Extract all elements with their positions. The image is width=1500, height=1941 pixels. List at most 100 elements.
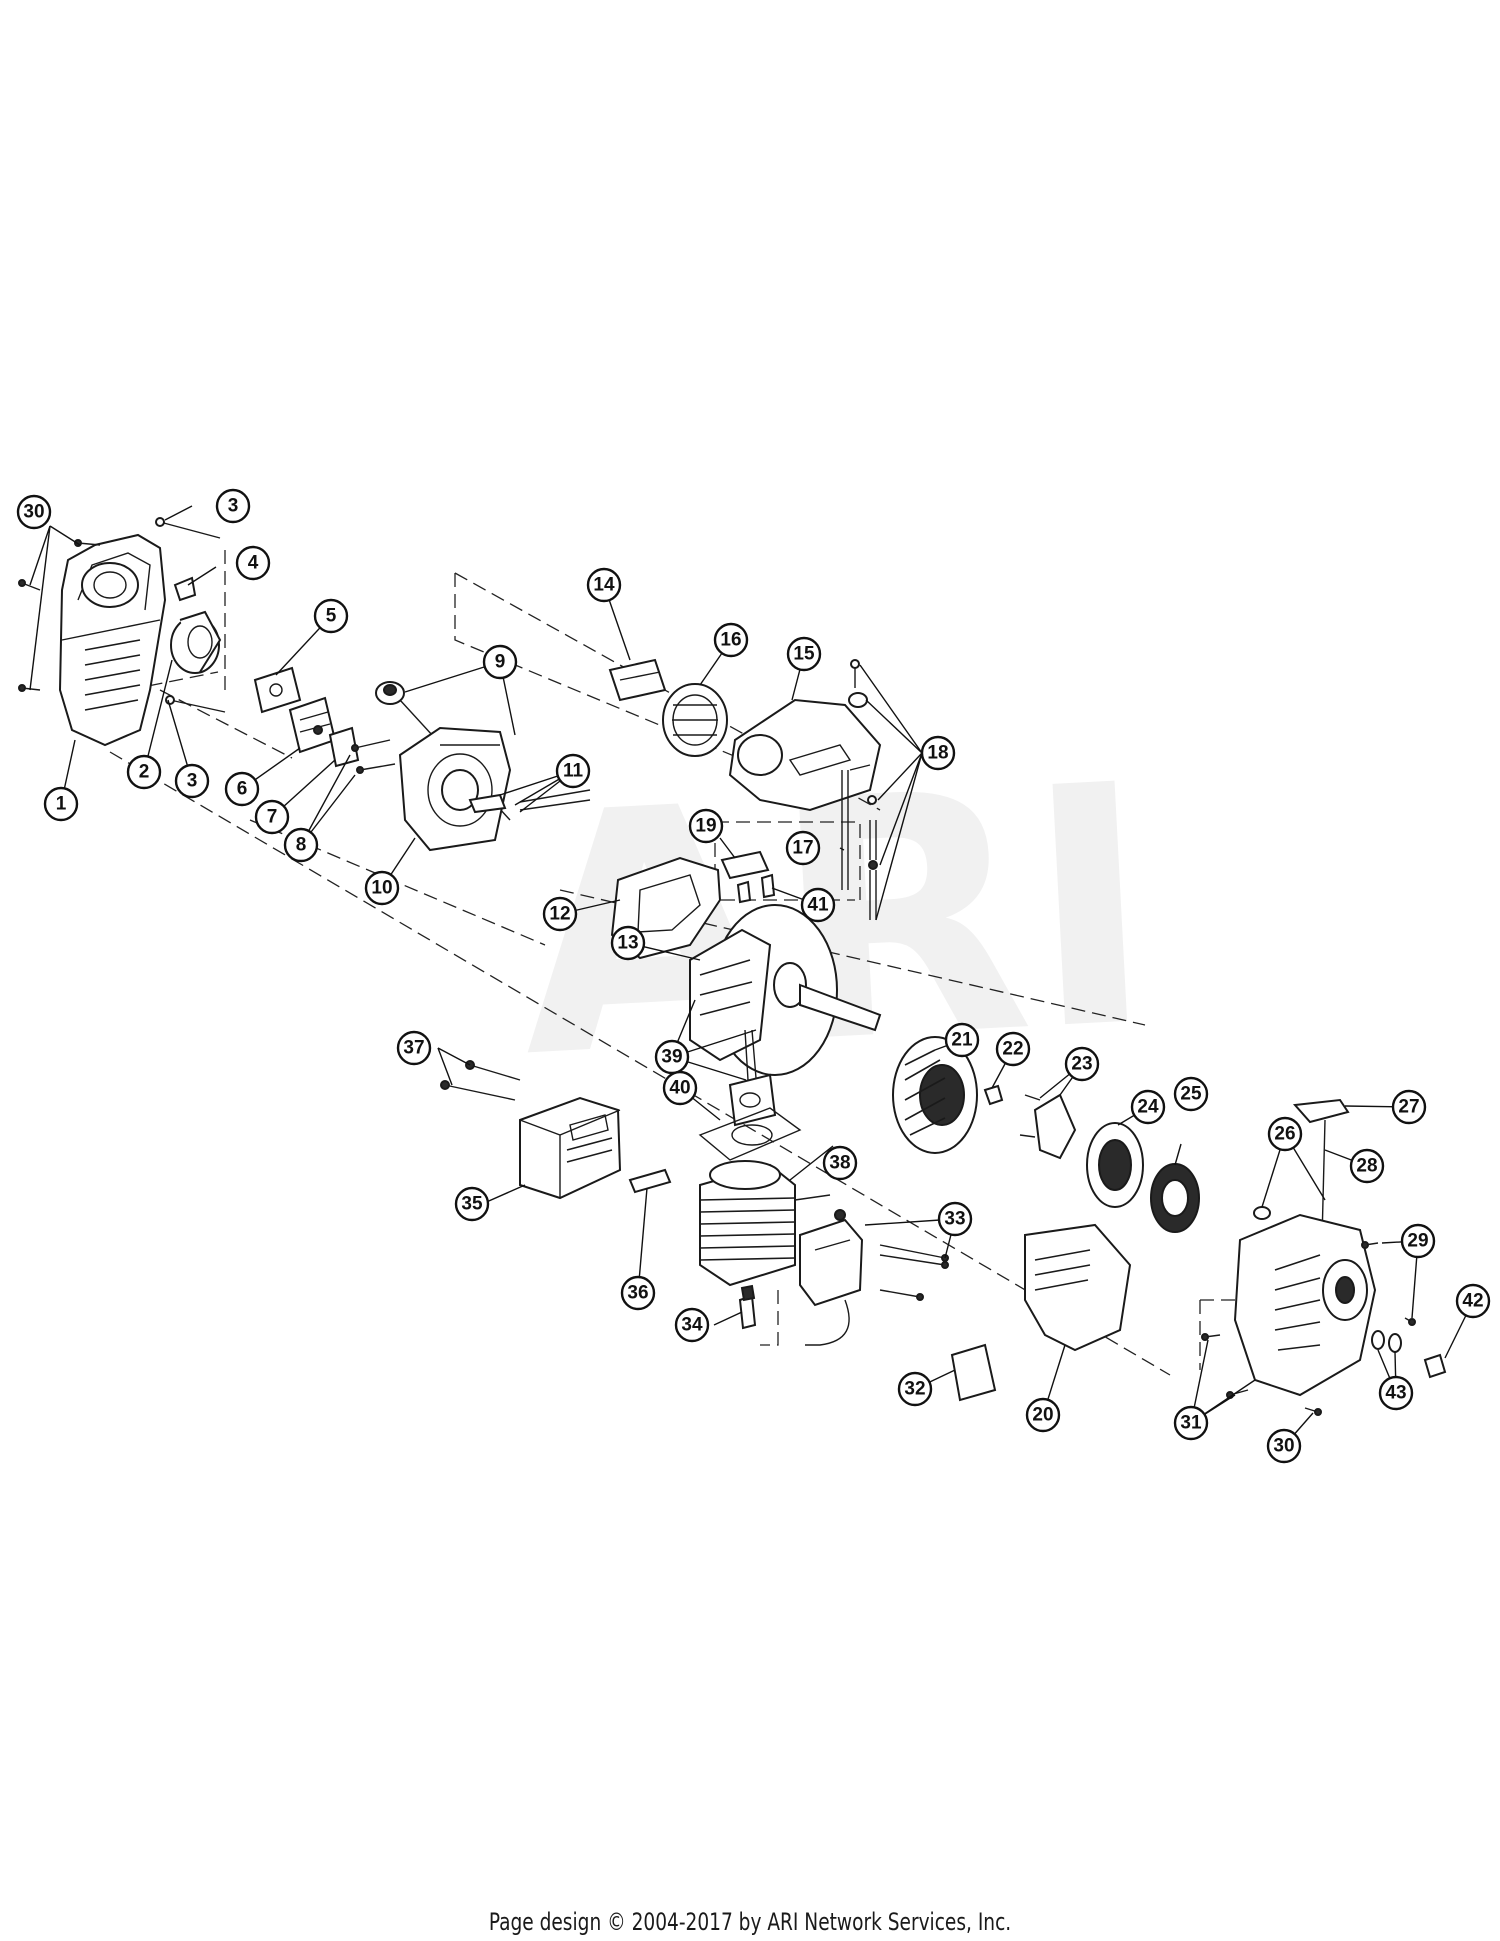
callout-29: 29	[1400, 1223, 1436, 1259]
svg-text:5: 5	[326, 606, 337, 627]
callout-34: 34	[674, 1307, 710, 1343]
callout-1: 1	[43, 786, 79, 822]
svg-text:4: 4	[248, 553, 259, 574]
part-5-carburetor-plate	[253, 666, 302, 714]
part-34-spark-plug	[738, 1284, 757, 1330]
svg-text:25: 25	[1180, 1084, 1202, 1105]
part-7-gasket	[328, 726, 360, 768]
part-20-shroud	[1024, 1223, 1132, 1352]
svg-text:3: 3	[228, 496, 239, 517]
callout-31: 31	[1173, 1405, 1209, 1441]
callout-labels: 1 2 3 3 4 5 6 7 8 9 10 11 12 13 14 15 16…	[16, 488, 1491, 1464]
svg-text:31: 31	[1180, 1413, 1202, 1434]
part-32-clip	[950, 1343, 997, 1402]
svg-text:15: 15	[793, 644, 815, 665]
part-30-screws-top	[18, 539, 101, 692]
callout-14: 14	[586, 567, 622, 603]
svg-text:28: 28	[1356, 1156, 1377, 1177]
part-37-bolts	[440, 1060, 521, 1101]
svg-text:26: 26	[1274, 1124, 1295, 1145]
part-41-bolts	[736, 873, 776, 904]
part-29-screw	[1361, 1241, 1416, 1326]
part-39-piston	[728, 1029, 777, 1127]
part-18-hardware	[848, 659, 878, 920]
callout-17: 17	[785, 830, 821, 866]
svg-text:13: 13	[617, 933, 638, 954]
part-30-screw-bottom	[1304, 1407, 1322, 1416]
svg-text:38: 38	[829, 1153, 850, 1174]
part-1-air-filter-housing	[58, 533, 167, 747]
callout-37: 37	[396, 1030, 432, 1066]
callout-41: 41	[800, 887, 836, 923]
svg-text:30: 30	[1273, 1436, 1294, 1457]
svg-text:17: 17	[792, 838, 813, 859]
part-10-carburetor-housing	[398, 726, 512, 852]
callout-38: 38	[822, 1145, 858, 1181]
callout-36: 36	[620, 1275, 656, 1311]
svg-text:24: 24	[1137, 1097, 1159, 1118]
svg-text:10: 10	[371, 878, 392, 899]
part-38-cylinder	[699, 1160, 831, 1287]
svg-text:30: 30	[23, 502, 44, 523]
part-14-filter-pad	[608, 658, 667, 702]
svg-text:1: 1	[56, 794, 67, 815]
part-23-clutch-plate	[1019, 1093, 1077, 1160]
svg-text:23: 23	[1071, 1054, 1092, 1075]
callout-33: 33	[937, 1201, 973, 1237]
part-33-ignition-coil	[799, 1209, 949, 1346]
callout-27: 27	[1391, 1089, 1427, 1125]
copyright-footer: Page design © 2004-2017 by ARI Network S…	[488, 1908, 1012, 1936]
svg-text:39: 39	[661, 1047, 682, 1068]
svg-text:9: 9	[495, 652, 506, 673]
svg-text:22: 22	[1002, 1039, 1023, 1060]
callout-8: 8	[283, 827, 319, 863]
svg-text:35: 35	[461, 1194, 483, 1215]
callout-20: 20	[1025, 1397, 1061, 1433]
callout-3-bottom: 3	[174, 763, 210, 799]
part-8-screws	[351, 739, 396, 774]
callout-32: 32	[897, 1371, 933, 1407]
part-24-clutch-drum	[1086, 1122, 1144, 1208]
callout-10: 10	[364, 870, 400, 906]
callout-18: 18	[920, 735, 956, 771]
svg-text:8: 8	[296, 835, 307, 856]
svg-text:14: 14	[593, 575, 615, 596]
svg-text:41: 41	[807, 895, 829, 916]
part-36-muffler-gasket	[628, 1168, 672, 1194]
callout-21: 21	[944, 1022, 980, 1058]
callout-15: 15	[786, 636, 822, 672]
callout-42: 42	[1455, 1283, 1491, 1319]
callout-11: 11	[555, 753, 591, 789]
svg-text:3: 3	[187, 771, 198, 792]
callout-26: 26	[1267, 1116, 1303, 1152]
part-2-air-filter	[170, 610, 222, 674]
svg-text:32: 32	[904, 1379, 925, 1400]
callout-43: 43	[1378, 1375, 1414, 1411]
part-11-pins	[468, 789, 591, 814]
callout-30-top: 30	[16, 494, 52, 530]
svg-text:20: 20	[1032, 1405, 1053, 1426]
part-6-carburetor	[288, 696, 337, 754]
part-25-recoil-pulley	[1150, 1163, 1200, 1233]
callout-16: 16	[713, 622, 749, 658]
callout-13: 13	[610, 925, 646, 961]
svg-text:21: 21	[951, 1030, 973, 1051]
svg-text:18: 18	[927, 743, 948, 764]
svg-text:36: 36	[627, 1283, 648, 1304]
callout-5: 5	[313, 598, 349, 634]
part-22-nut	[983, 1084, 1004, 1106]
callout-4: 4	[235, 545, 271, 581]
svg-text:27: 27	[1398, 1097, 1419, 1118]
callout-9: 9	[482, 644, 518, 680]
svg-text:19: 19	[695, 816, 716, 837]
svg-text:42: 42	[1462, 1291, 1483, 1312]
part-3-bolts	[155, 517, 226, 713]
part-31-starter-housing	[1201, 1213, 1377, 1399]
callout-30-bottom: 30	[1266, 1428, 1302, 1464]
part-27-starter-handle	[1292, 1098, 1350, 1124]
svg-text:7: 7	[267, 807, 278, 828]
part-4-clip	[173, 576, 197, 602]
svg-text:11: 11	[563, 761, 584, 782]
callout-40: 40	[662, 1070, 698, 1106]
callout-28: 28	[1349, 1148, 1385, 1184]
